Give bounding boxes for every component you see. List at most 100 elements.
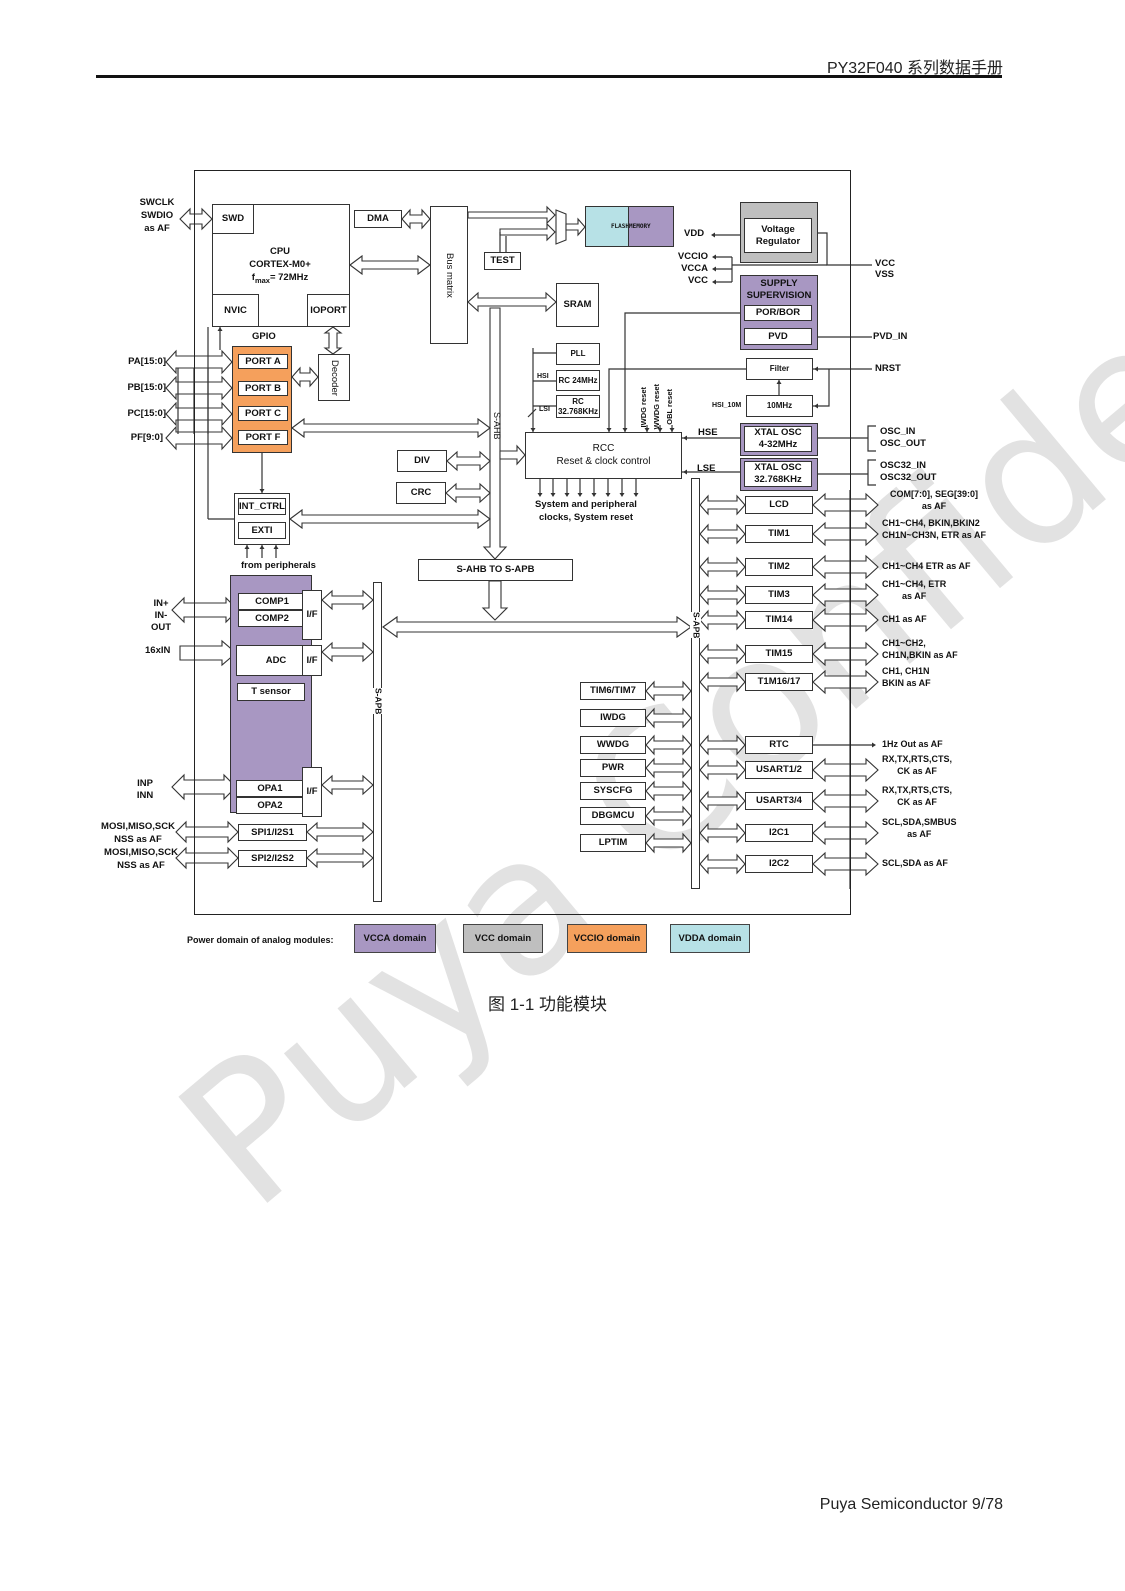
port-b-block: PORT B [238,381,288,396]
pin-text: CH1~CH2, [882,638,926,648]
periph-pins-label: SCL,SDA as AF [882,857,948,869]
pin-text: CK as AF [897,797,937,808]
spi2-block: SPI2/I2S2 [238,850,307,867]
comp-pins: IN+IN-OUT [150,598,172,633]
periph-t1m16-17: T1M16/17 [745,673,813,691]
right-periph-pin-arrow-1 [812,521,879,547]
porbor-rcc-line [624,312,744,432]
pin-text: RX,TX,RTS,CTS, [882,754,953,764]
arrow-head [814,366,818,372]
bus-flash-arrow-1 [467,205,556,225]
comp1-block: COMP1 [238,593,306,610]
pin-pf: PF[9:0] [130,432,163,443]
pin-text: CH1, CH1N [882,666,930,676]
bus-flash-arrow-2 [499,222,556,242]
arrow-head [669,428,675,432]
comp-if-block: I/F [302,590,322,640]
pin-text: CH1N~CH3N, ETR as AF [882,530,986,541]
vcc-in-line [818,232,872,266]
periph-pins-label: CH1 as AF [882,613,927,625]
s-ahb-bus [482,307,508,560]
pin-swclk: SWCLK [139,197,175,208]
pin-text: SCL,SDA as AF [882,858,948,868]
right-periph-pin-arrow-8 [812,757,879,783]
periph-pins-label: COM[7:0], SEG[39:0]as AF [890,488,978,512]
periph-pins-label: 1Hz Out as AF [882,738,943,750]
flash-block: FLASH [585,206,629,247]
periph-syscfg: SYSCFG [580,782,646,800]
right-periph-pin-arrow-3 [812,582,879,608]
bus-matrix-block: Bus matrix [430,206,468,344]
arrow-head [657,428,663,432]
legend-vcc-domain: VCC domain [463,924,543,953]
bridge-apb-arrow [481,580,509,621]
pll-block: PLL [556,343,600,365]
port-f-block: PORT F [238,430,288,445]
legend-vcca-domain: VCCA domain [354,924,436,953]
pin-as-af: as AF [144,222,170,234]
right-periph-pin-arrow-5 [812,641,879,667]
exti-block: EXTI [238,522,286,539]
rc24-block: RC 24MHz [556,370,600,391]
ahb-apb-bridge: S-AHB TO S-APB [418,559,573,581]
pin-text: RX,TX,RTS,CTS, [882,785,953,795]
osc-10mhz-block: 10MHz [746,395,813,417]
s-apb-bus-left [373,582,382,902]
pin-text: CH1~CH4 ETR as AF [882,561,971,571]
periph-lcd: LCD [745,496,813,514]
swd-pins-label: SWCLK SWDIO as AF [130,197,184,235]
pin-text: CH1N,BKIN as AF [882,650,958,661]
arrow-head [577,493,583,497]
periph-tim2: TIM2 [745,558,813,576]
periph-tim6-tim7: TIM6/TIM7 [580,682,646,700]
mux-flash-arrow [565,217,586,237]
arrow-head [622,428,628,432]
s-apb-bus-right [691,478,700,889]
periph-pins-label: RX,TX,RTS,CTS,CK as AF [882,753,952,777]
periph-pins-label: CH1~CH4 ETR as AF [882,560,970,572]
slash [527,408,537,418]
adc-pins: 16xIN [145,645,171,656]
right-periph-pin-arrow-0 [812,492,879,518]
pin-text: CH1 as AF [882,614,927,624]
right-periph-pin-arrow-10 [812,820,879,846]
por-bor-block: POR/BOR [744,305,812,321]
pin-text: as AF [902,591,927,602]
pin-text: SCL,SDA,SMBUS [882,817,957,827]
arrow-head [273,545,279,549]
page-footer: Puya Semiconductor 9/78 [819,1496,1003,1513]
periph-usart3-4: USART3/4 [745,792,813,810]
hsi-label: HSI [537,373,549,380]
right-periph-pin-arrow-11 [812,851,879,877]
arrow-head [244,545,250,549]
nrst-osc-line [813,369,830,407]
wwdg-reset-label: WWDG reset [652,384,661,430]
adc-if-block: I/F [302,645,322,676]
arrow-head [605,493,611,497]
arrow-head [644,428,650,432]
right-periph-pin-arrow-2 [812,554,879,580]
header-rule [96,75,1002,78]
legend-label: Power domain of analog modules: [187,935,334,945]
pin-swdio: SWDIO [140,209,174,221]
port-a-block: PORT A [238,354,288,369]
pin-text: CH1~CH4, ETR [882,579,947,589]
periph-tim3: TIM3 [745,586,813,604]
arrow-head [619,493,625,497]
hsi-10m-label: HSI_10M [712,402,742,409]
right-periph-pin-arrow-4 [812,607,879,633]
pvd-block: PVD [744,328,812,345]
arrow-head [712,254,716,260]
chip-boundary [194,170,851,915]
